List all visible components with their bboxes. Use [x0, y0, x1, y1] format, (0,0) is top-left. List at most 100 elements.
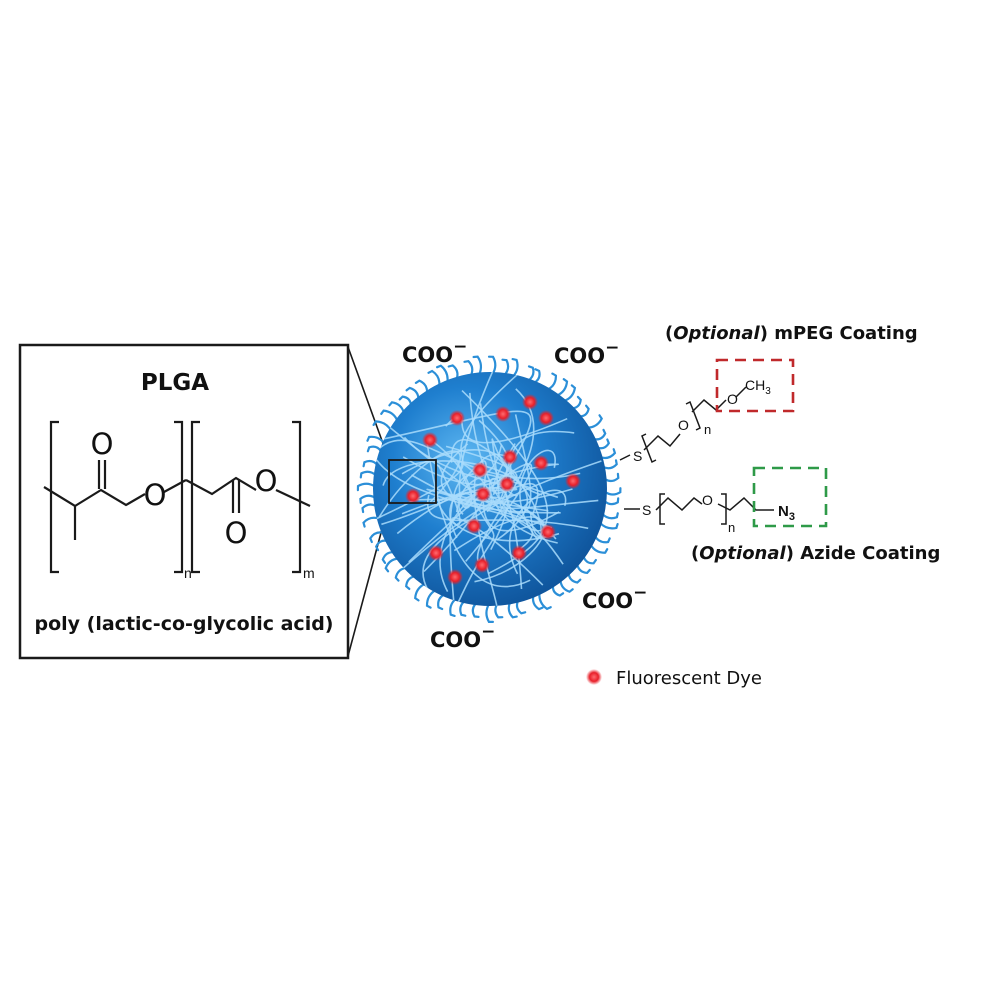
bracket-right-2 — [292, 420, 302, 574]
surface-chain — [527, 365, 535, 382]
surface-chain — [576, 563, 591, 575]
surface-chain — [437, 593, 446, 611]
mpeg-chain-2 — [691, 398, 727, 413]
mpeg-chain — [643, 433, 681, 451]
surface-chain — [601, 512, 619, 520]
surface-chain — [449, 597, 457, 617]
dye-particle — [565, 473, 581, 489]
polymer-strand — [411, 498, 491, 591]
polymer-strand — [426, 488, 553, 529]
surface-chain — [570, 395, 582, 410]
mpeg-s-bond — [619, 454, 631, 461]
surface-chain — [359, 470, 377, 479]
lactic-backbone — [43, 486, 146, 508]
surface-chain — [459, 600, 467, 617]
dye-particle — [499, 476, 515, 492]
polymer-strand — [488, 477, 558, 590]
surface-chain — [380, 409, 399, 422]
fluorescent-dye-particles — [405, 394, 581, 585]
dye-particle — [422, 432, 438, 448]
polymer-strand — [450, 438, 542, 538]
polymer-strand — [461, 460, 602, 512]
surface-chain — [356, 482, 377, 492]
mpeg-bracket-close — [685, 400, 701, 431]
dye-particle — [405, 488, 421, 504]
surface-chain — [555, 378, 569, 397]
surface-chain — [362, 516, 380, 528]
surface-chain — [593, 535, 611, 544]
atom-o-ester-2: O — [255, 464, 278, 498]
mpeg-atom-o1: O — [678, 417, 689, 433]
atom-o-carbonyl-2: O — [225, 516, 248, 550]
surface-chain — [414, 582, 427, 602]
legend-dye-label: Fluorescent Dye — [616, 668, 762, 689]
dye-particle — [522, 394, 538, 410]
surface-chain — [533, 368, 541, 384]
atom-o-ester-1: O — [144, 478, 167, 512]
coo-label-top-left: COO− — [402, 337, 467, 367]
mpeg-caption: (Optional) mPEG Coating — [665, 323, 918, 344]
surface-chain — [546, 372, 558, 391]
ester-link-2 — [275, 489, 311, 507]
polymer-strand — [451, 517, 560, 586]
azide-coating: S O n N3 (Optional) Azide Coating — [624, 466, 940, 564]
surface-chain — [511, 358, 519, 378]
surface-chain — [578, 404, 590, 418]
dye-particle — [447, 569, 463, 585]
surface-chain — [425, 589, 437, 609]
surface-chain — [384, 557, 400, 573]
mpeg-ch3: CH3 — [745, 377, 771, 397]
surface-chain — [538, 591, 552, 611]
polymer-strand — [491, 438, 543, 500]
bracket-right-1 — [174, 420, 184, 574]
surface-chain — [472, 355, 483, 376]
dye-particle — [475, 486, 491, 502]
surface-chain — [603, 487, 622, 496]
dye-particle — [472, 462, 488, 478]
surface-chain — [359, 494, 377, 504]
surface-chain — [405, 575, 417, 590]
surface-chain — [398, 395, 413, 407]
plga-box-frame — [18, 343, 350, 660]
polymer-strand — [519, 449, 556, 541]
polymer-strand — [476, 388, 535, 562]
dye-particle — [428, 545, 444, 561]
dye-particle — [502, 449, 518, 465]
dye-particle — [533, 455, 549, 471]
polymer-strand — [455, 461, 495, 606]
surface-chain — [463, 360, 474, 377]
mpeg-atom-s: S — [633, 448, 642, 464]
azide-highlight-box — [752, 466, 828, 528]
legend: Fluorescent Dye — [586, 668, 762, 689]
surface-chain — [485, 602, 494, 623]
glycolic-backbone — [185, 476, 257, 496]
mpeg-subscript-n: n — [704, 422, 711, 437]
legend-dye-dot — [586, 669, 602, 685]
surface-chain — [592, 428, 607, 441]
dye-particle — [449, 410, 465, 426]
mpeg-bracket-open — [641, 433, 657, 464]
surface-chain — [427, 369, 441, 387]
surface-chain — [589, 543, 609, 554]
surface-chain — [447, 364, 459, 380]
surface-chain — [567, 571, 582, 584]
mpeg-highlight-box — [715, 358, 795, 413]
coo-label-bottom-left: COO− — [430, 622, 495, 652]
azide-atom-s: S — [642, 502, 651, 518]
azide-bracket-close — [721, 493, 727, 525]
bracket-left-2 — [190, 420, 200, 574]
surface-chain — [494, 602, 504, 619]
mpeg-ch3-bond — [735, 386, 747, 398]
azide-atom-o: O — [702, 492, 713, 508]
subscript-m: m — [303, 565, 315, 581]
azide-n3: N3 — [778, 503, 795, 523]
surface-chain — [394, 566, 408, 582]
dye-particle — [474, 557, 490, 573]
surface-chain — [405, 386, 420, 400]
bracket-left-1 — [49, 420, 59, 574]
azide-bracket-open — [659, 493, 665, 525]
polymer-strand — [509, 489, 567, 575]
ester-link-1 — [163, 479, 187, 493]
polymer-strand — [378, 450, 462, 518]
